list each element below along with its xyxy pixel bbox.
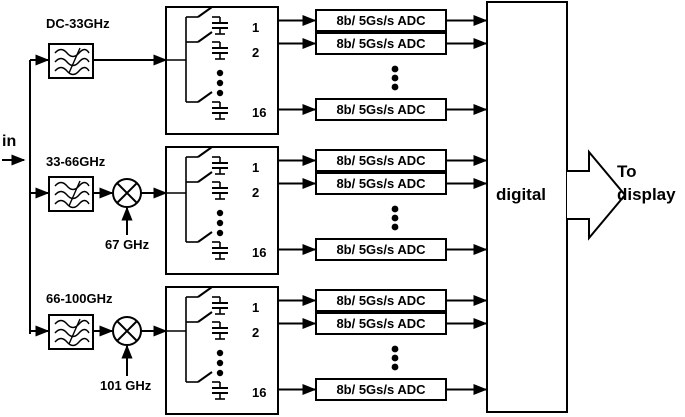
ellipsis-dot <box>391 65 399 73</box>
ellipsis-dot <box>216 219 224 227</box>
adc-label: 8b/ 5Gs/s ADC <box>336 293 426 308</box>
adc-label: 8b/ 5Gs/s ADC <box>336 316 426 331</box>
digital-block <box>486 1 568 413</box>
channel-1-label: 1 <box>252 300 259 315</box>
ellipsis-dot <box>216 79 224 87</box>
channel-2-label: 2 <box>252 185 259 200</box>
output-arrow <box>567 149 627 241</box>
filter-label: 33-66GHz <box>46 154 106 169</box>
channel-16-label: 16 <box>252 245 266 260</box>
ellipsis-dot <box>216 69 224 77</box>
lo-frequency-label: 67 GHz <box>105 237 150 252</box>
channel-2-switch-capacitor-icon <box>186 171 228 200</box>
filter-label: 66-100GHz <box>46 291 113 306</box>
filter-label: DC-33GHz <box>46 16 110 31</box>
channel-1-label: 1 <box>252 20 259 35</box>
adc-label: 8b/ 5Gs/s ADC <box>336 176 426 191</box>
ellipsis-dot <box>216 349 224 357</box>
adc-label: 8b/ 5Gs/s ADC <box>336 102 426 117</box>
channel-1-label: 1 <box>252 160 259 175</box>
band-3: 66-100GHz 101 GHz 1 2 16 8b/ 5Gs/s ADC 8b/ 5Gs… <box>30 286 488 415</box>
channel-2-label: 2 <box>252 45 259 60</box>
adc-label: 8b/ 5Gs/s ADC <box>336 153 426 168</box>
ellipsis-dot <box>216 209 224 217</box>
band-2: 33-66GHz 67 GHz 1 2 16 8b/ 5Gs/s ADC 8b/ 5Gs/s… <box>30 146 488 275</box>
ellipsis-dot <box>216 89 224 97</box>
output-label-line1: To <box>617 162 637 181</box>
channel-2-switch-capacitor-icon <box>186 31 228 60</box>
channel-16-switch-capacitor-icon <box>186 231 228 260</box>
output-label-line2: display <box>617 185 676 204</box>
input-label: in <box>2 133 16 150</box>
ellipsis-dot <box>391 205 399 213</box>
channel-16-switch-capacitor-icon <box>186 91 228 120</box>
channel-1-switch-capacitor-icon <box>186 6 228 35</box>
ellipsis-dot <box>391 74 399 82</box>
ellipsis-dot <box>391 83 399 91</box>
ellipsis-dot <box>391 363 399 371</box>
adc-label: 8b/ 5Gs/s ADC <box>336 242 426 257</box>
adc-label: 8b/ 5Gs/s ADC <box>336 13 426 28</box>
adc-label: 8b/ 5Gs/s ADC <box>336 36 426 51</box>
channel-2-switch-capacitor-icon <box>186 311 228 340</box>
channel-16-switch-capacitor-icon <box>186 371 228 400</box>
channel-2-label: 2 <box>252 325 259 340</box>
ellipsis-dot <box>391 223 399 231</box>
ellipsis-dot <box>216 229 224 237</box>
channel-1-switch-capacitor-icon <box>186 286 228 315</box>
ellipsis-dot <box>391 354 399 362</box>
ellipsis-dot <box>391 214 399 222</box>
ellipsis-dot <box>391 345 399 353</box>
adc-label: 8b/ 5Gs/s ADC <box>336 382 426 397</box>
band-1: DC-33GHz 1 2 16 8b/ 5Gs/s ADC 8b/ 5Gs/s ADC 8b… <box>30 6 488 135</box>
lo-frequency-label: 101 GHz <box>100 378 152 393</box>
ellipsis-dot <box>216 359 224 367</box>
channel-1-switch-capacitor-icon <box>186 146 228 175</box>
digital-label: digital <box>496 185 546 204</box>
ellipsis-dot <box>216 369 224 377</box>
channel-16-label: 16 <box>252 105 266 120</box>
channel-16-label: 16 <box>252 385 266 400</box>
